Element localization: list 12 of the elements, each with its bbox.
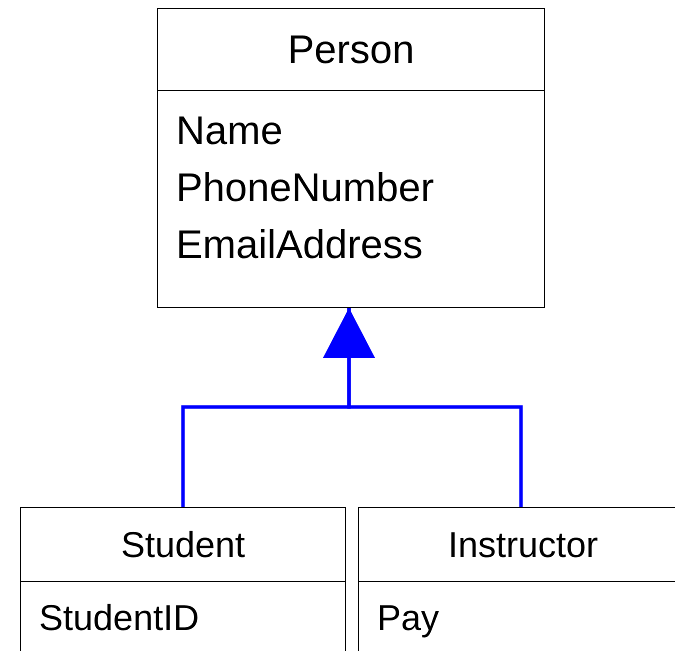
attribute-text: PhoneNumber [176,165,434,212]
attribute-text: StudentID [39,596,200,640]
attribute-text: EmailAddress [176,222,423,269]
class-name: Instructor [448,526,598,562]
class-box [20,507,346,651]
class-box [358,507,675,651]
attribute-text: Pay [377,596,440,640]
class-name: Student [120,526,246,562]
class-name: Person [288,30,414,70]
attribute-text: Name [176,108,283,155]
generalization-arrow [323,308,523,507]
class-box [157,8,545,308]
